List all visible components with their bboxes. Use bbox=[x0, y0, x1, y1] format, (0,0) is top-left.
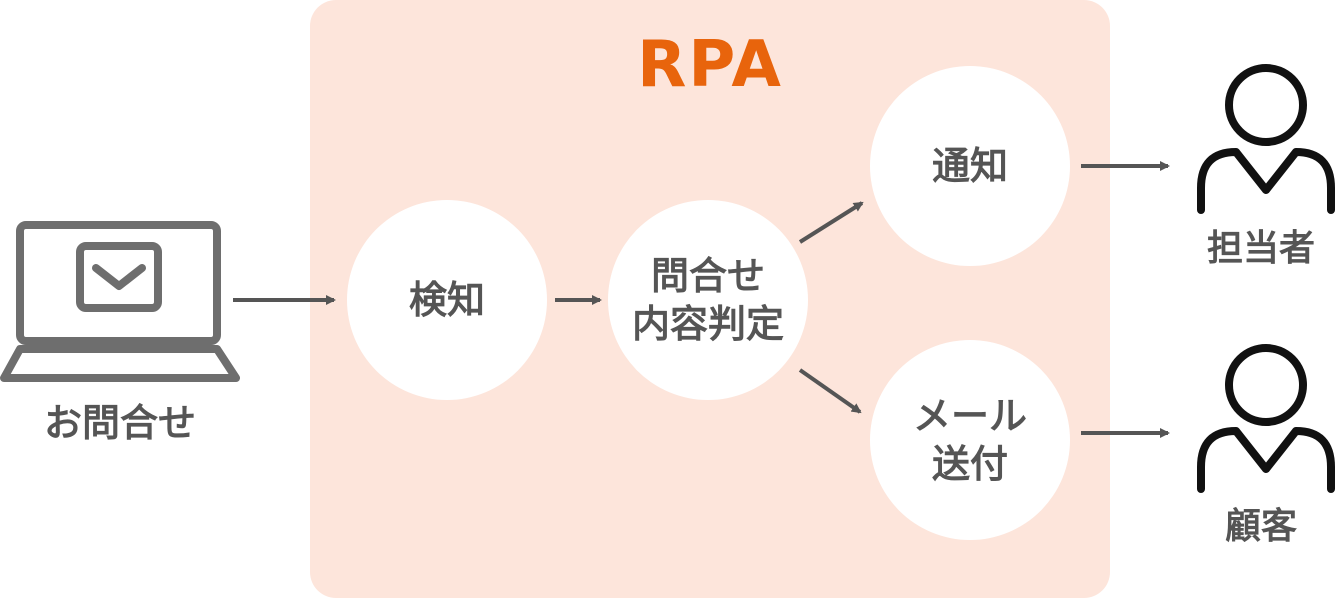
inquiry-label: お問合せ bbox=[43, 401, 196, 445]
judge-node-label-line2: 内容判定 bbox=[631, 302, 784, 346]
judge-node-label-line1: 問合せ bbox=[650, 254, 765, 298]
detect-node-label: 検知 bbox=[408, 278, 485, 322]
detect-node: 検知 bbox=[347, 200, 547, 400]
mail-node: メール 送付 bbox=[870, 340, 1070, 540]
laptop-mail-icon bbox=[0, 221, 240, 382]
mail-icon bbox=[76, 242, 162, 312]
rpa-title: RPA bbox=[637, 28, 783, 102]
staff-label: 担当者 bbox=[1206, 228, 1315, 269]
customer-person-icon bbox=[1197, 344, 1335, 493]
mail-node-label-line1: メール bbox=[912, 394, 1027, 438]
arrow-judge-to-notify bbox=[798, 201, 864, 244]
mail-node-label-line2: 送付 bbox=[931, 442, 1008, 486]
staff-person-icon bbox=[1197, 64, 1335, 214]
notify-node: 通知 bbox=[870, 66, 1070, 266]
customer-label: 顧客 bbox=[1224, 506, 1297, 547]
judge-node: 問合せ 内容判定 bbox=[608, 200, 808, 400]
arrow-judge-to-mail bbox=[798, 368, 862, 414]
notify-node-label: 通知 bbox=[931, 144, 1008, 188]
